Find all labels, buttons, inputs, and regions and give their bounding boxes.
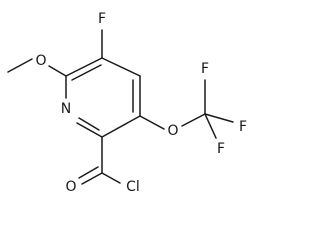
- bond-c6-n: [76, 122, 103, 138]
- bond-c3-c4: [101, 57, 141, 77]
- pyridine-ring: [65, 57, 141, 138]
- bond-carbonyl-o-double: [78, 166, 99, 179]
- substituent-bonds: [7, 29, 234, 185]
- atom-fluorine-ring: F: [98, 11, 106, 27]
- atom-oxygen-trifluoromethoxy: O: [167, 123, 178, 139]
- bond-c2-o: [48, 65, 67, 77]
- bond-o-methyl: [7, 58, 33, 73]
- atom-nitrogen-ring: N: [61, 101, 71, 117]
- bond-carbonyl-o: [81, 172, 103, 185]
- bond-o-cf3: [181, 113, 206, 127]
- bond-c5-o: [139, 115, 165, 130]
- atom-chlorine: Cl: [126, 179, 140, 195]
- atom-oxygen-methoxy: O: [35, 53, 46, 69]
- atom-labels: F O N O F F F O Cl: [35, 11, 247, 195]
- bond-cf3-f-right: [204, 113, 234, 123]
- bond-cf3-f-bottom: [204, 113, 217, 139]
- bond-c2-c3: [65, 57, 103, 77]
- atom-fluorine-cf3-right: F: [239, 119, 247, 135]
- structure-diagram: F O N O F F F O Cl: [7, 11, 248, 195]
- atom-fluorine-cf3-top: F: [201, 61, 209, 77]
- bond-c6-n-double: [78, 117, 100, 131]
- molecule-drawing: F O N O F F F O Cl: [7, 11, 247, 195]
- bond-c2-c3-double: [71, 64, 102, 81]
- bond-carbonyl-cl: [101, 172, 121, 184]
- atom-fluorine-cf3-bottom: F: [217, 141, 225, 157]
- atom-oxygen-carbonyl: O: [65, 179, 76, 195]
- bond-c5-c6: [101, 115, 141, 138]
